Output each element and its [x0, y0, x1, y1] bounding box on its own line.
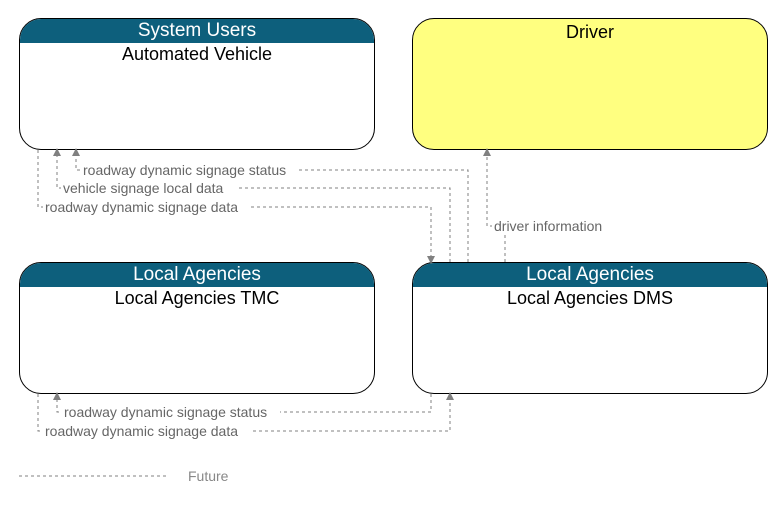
- driver-node: Driver: [412, 18, 768, 150]
- driver-name: Driver: [566, 22, 614, 42]
- local-agencies-tmc-name: Local Agencies TMC: [114, 288, 280, 308]
- flow-label-driver-info: driver information: [494, 218, 602, 234]
- automated-vehicle-name: Automated Vehicle: [121, 44, 273, 64]
- legend-future-label: Future: [188, 468, 229, 484]
- flow-line-av-local-data: [53, 148, 451, 262]
- local-agencies-dms-name: Local Agencies DMS: [506, 288, 674, 308]
- flow-label-av-signage-data: roadway dynamic signage data: [45, 199, 238, 215]
- local-agencies-dms-group-header: Local Agencies: [413, 263, 767, 287]
- local-agencies-tmc-group-header: Local Agencies: [20, 263, 374, 287]
- local-agencies-dms-node: Local Agencies Local Agencies DMS: [412, 262, 768, 394]
- flow-line-driver-info: [483, 148, 506, 262]
- automated-vehicle-group-header: System Users: [20, 19, 374, 43]
- flow-labels: roadway dynamic signage status vehicle s…: [43, 162, 610, 484]
- flow-label-tmc-data: roadway dynamic signage data: [45, 423, 238, 439]
- flow-label-av-status: roadway dynamic signage status: [83, 162, 286, 178]
- local-agencies-tmc-node: Local Agencies Local Agencies TMC: [19, 262, 375, 394]
- flow-label-tmc-status: roadway dynamic signage status: [64, 404, 267, 420]
- automated-vehicle-node: System Users Automated Vehicle: [19, 18, 375, 150]
- flow-label-av-local-data: vehicle signage local data: [63, 180, 224, 196]
